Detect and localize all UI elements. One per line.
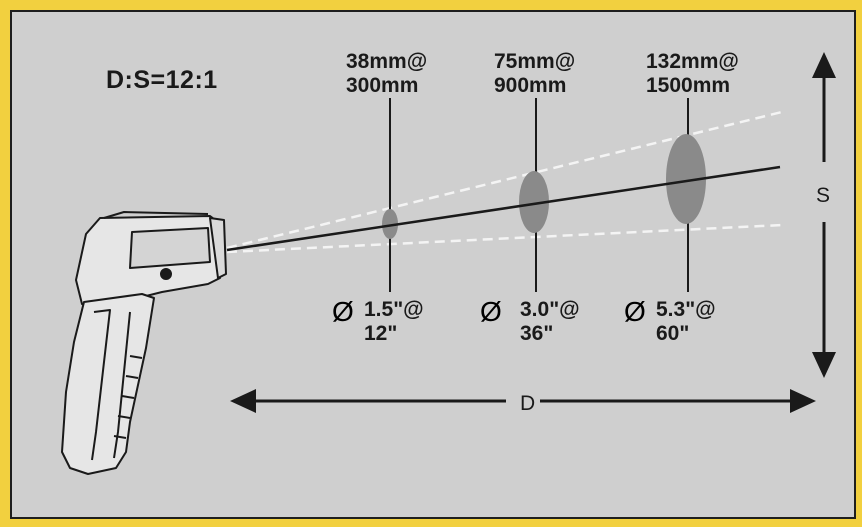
distance-in-2: 36": [520, 322, 554, 345]
thermometer-gun-icon: [61, 211, 227, 475]
distance-mm-3: 1500mm: [646, 74, 731, 97]
axis-s-label: S: [816, 184, 831, 207]
spot-3: [666, 134, 706, 224]
label-bottom-1: 1.5"@ 12": [364, 298, 424, 346]
diameter-icon-3: Ø: [624, 296, 646, 327]
diagram-panel: D:S=12:1 38mm@ 300mm 75mm@ 900mm 132mm@ …: [10, 10, 856, 519]
s-arrowhead-up: [812, 52, 836, 78]
spot-mm-1: 38mm@: [346, 50, 428, 73]
axis-d-label: D: [520, 392, 536, 415]
distance-in-1: 12": [364, 322, 398, 345]
d-arrowhead-right: [790, 389, 816, 413]
distance-mm-2: 900mm: [494, 74, 567, 97]
distance-in-3: 60": [656, 322, 690, 345]
spot-in-2: 3.0"@: [520, 298, 580, 321]
label-bottom-3: 5.3"@ 60": [656, 298, 716, 346]
spot-mm-2: 75mm@: [494, 50, 576, 73]
laser-line: [226, 165, 781, 252]
label-top-2: 75mm@ 900mm: [494, 50, 575, 98]
d-arrowhead-left: [230, 389, 256, 413]
spot-2: [519, 171, 549, 233]
label-bottom-2: 3.0"@ 36": [520, 298, 580, 346]
diameter-icon-1: Ø: [332, 296, 354, 327]
cone-lower-line: [226, 223, 783, 254]
label-top-3: 132mm@ 1500mm: [646, 50, 739, 98]
spot-in-1: 1.5"@: [364, 298, 424, 321]
label-top-1: 38mm@ 300mm: [346, 50, 427, 98]
spot-mm-3: 132mm@: [646, 50, 739, 73]
diagram-artwork: [61, 52, 836, 475]
distance-mm-1: 300mm: [346, 74, 419, 97]
spot-1: [382, 209, 398, 239]
s-arrowhead-down: [812, 352, 836, 378]
distance-to-spot-ratio: D:S=12:1: [106, 66, 218, 94]
diameter-icon-2: Ø: [480, 296, 502, 327]
spot-in-3: 5.3"@: [656, 298, 716, 321]
